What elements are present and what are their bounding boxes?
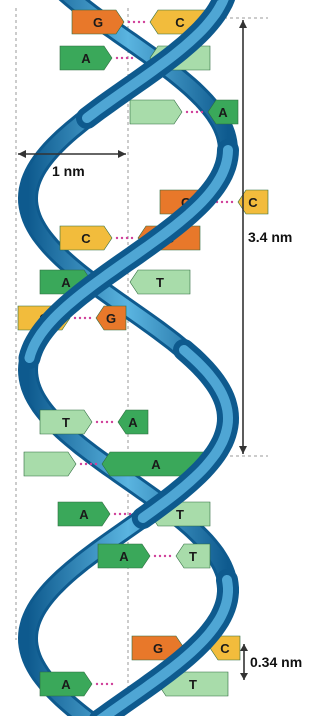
- hbond-dot: [121, 237, 123, 239]
- hbond-dot: [79, 317, 81, 319]
- base-pair-2-hbond-icon: [116, 57, 133, 59]
- base-pair-1-hbond-icon: [128, 21, 145, 23]
- hbond-dot: [126, 57, 128, 59]
- width-arrowhead-right-icon: [118, 150, 126, 158]
- hbond-dot: [96, 421, 98, 423]
- hbond-dot: [114, 513, 116, 515]
- base-pair-11-right: T: [176, 544, 210, 568]
- base-pair-13-left-letter: A: [61, 677, 71, 692]
- hbond-dot: [159, 555, 161, 557]
- hbond-dot: [186, 111, 188, 113]
- hbond-dot: [90, 463, 92, 465]
- pitch-arrowhead-bottom-icon: [239, 446, 247, 454]
- base-pair-3-right-letter: A: [218, 105, 228, 120]
- base-pair-13-hbond-icon: [96, 683, 113, 685]
- hbond-dot: [126, 237, 128, 239]
- base-pair-13-right-letter: T: [189, 677, 197, 692]
- base-pair-9-left-shape: [24, 452, 76, 476]
- base-pair-4-right-letter: C: [248, 195, 258, 210]
- base-pair-10-right-letter: T: [176, 507, 184, 522]
- hbond-dot: [85, 463, 87, 465]
- base-pair-8-left: T: [40, 410, 92, 434]
- hbond-dot: [74, 317, 76, 319]
- base-pair-13-left: A: [40, 672, 92, 696]
- base-pair-12-left-letter: G: [153, 641, 163, 656]
- base-pair-11-hbond-icon: [154, 555, 171, 557]
- hbond-dot: [131, 57, 133, 59]
- hbond-dot: [95, 463, 97, 465]
- hbond-dot: [164, 555, 166, 557]
- hbond-dot: [231, 201, 233, 203]
- base-pair-8-left-letter: T: [62, 415, 70, 430]
- hbond-dot: [133, 21, 135, 23]
- base-pair-11-left: A: [98, 544, 150, 568]
- hbond-dot: [96, 683, 98, 685]
- rise-label: 0.34 nm: [250, 654, 302, 670]
- hbond-dot: [129, 513, 131, 515]
- hbond-dot: [119, 513, 121, 515]
- base-pair-10-left: A: [58, 502, 110, 526]
- rise-dimension: 0.34 nm: [240, 644, 302, 680]
- base-pair-3-left-shape: [130, 100, 182, 124]
- base-pair-9-right-letter: A: [151, 457, 161, 472]
- base-pair-6-right-letter: T: [156, 275, 164, 290]
- base-pair-9-left: [24, 452, 76, 476]
- hbond-dot: [106, 683, 108, 685]
- hbond-dot: [226, 201, 228, 203]
- rise-arrowhead-bottom-icon: [240, 673, 248, 680]
- base-pair-4-hbond-icon: [216, 201, 233, 203]
- hbond-dot: [106, 421, 108, 423]
- base-pair-12-right-letter: C: [220, 641, 230, 656]
- pitch-arrowhead-top-icon: [239, 20, 247, 28]
- hbond-dot: [89, 317, 91, 319]
- pitch-dimension: 3.4 nm: [239, 20, 292, 454]
- base-pair-5-left-letter: C: [81, 231, 91, 246]
- hbond-dot: [84, 317, 86, 319]
- base-pair-6-right: T: [130, 270, 190, 294]
- base-pair-8-right-letter: A: [128, 415, 138, 430]
- base-pair-11-left-letter: A: [119, 549, 129, 564]
- hbond-dot: [154, 555, 156, 557]
- base-pair-10-hbond-icon: [114, 513, 131, 515]
- width-arrowhead-left-icon: [18, 150, 26, 158]
- hbond-dot: [101, 421, 103, 423]
- base-pair-3-left: [130, 100, 182, 124]
- base-pair-8-hbond-icon: [96, 421, 113, 423]
- width-label: 1 nm: [52, 163, 85, 179]
- base-pair-5-left: C: [60, 226, 112, 250]
- hbond-dot: [191, 111, 193, 113]
- hbond-dot: [143, 21, 145, 23]
- hbond-dot: [101, 683, 103, 685]
- pitch-label: 3.4 nm: [248, 229, 292, 245]
- base-pair-7-right: G: [96, 306, 126, 330]
- hbond-dot: [111, 421, 113, 423]
- hbond-dot: [201, 111, 203, 113]
- base-pair-2-left: A: [60, 46, 112, 70]
- hbond-dot: [124, 513, 126, 515]
- hbond-dot: [80, 463, 82, 465]
- hbond-dot: [121, 57, 123, 59]
- base-pair-7-hbond-icon: [74, 317, 91, 319]
- base-pair-2-left-letter: A: [81, 51, 91, 66]
- hbond-dot: [169, 555, 171, 557]
- rise-arrowhead-top-icon: [240, 644, 248, 651]
- hbond-dot: [131, 237, 133, 239]
- hbond-dot: [196, 111, 198, 113]
- base-pair-1-left-letter: G: [93, 15, 103, 30]
- base-pair-5-hbond-icon: [116, 237, 133, 239]
- base-pair-7-right-letter: G: [106, 311, 116, 326]
- hbond-dot: [128, 21, 130, 23]
- base-pair-1-left: G: [72, 10, 124, 34]
- hbond-dot: [116, 237, 118, 239]
- hbond-dot: [116, 57, 118, 59]
- base-pair-1-right-letter: C: [175, 15, 185, 30]
- hbond-dot: [111, 683, 113, 685]
- base-pair-6-left-letter: A: [61, 275, 71, 290]
- hbond-dot: [221, 201, 223, 203]
- base-pair-11-right-letter: T: [189, 549, 197, 564]
- hbond-dot: [138, 21, 140, 23]
- base-pair-8-right: A: [118, 410, 148, 434]
- base-pair-10-left-letter: A: [79, 507, 89, 522]
